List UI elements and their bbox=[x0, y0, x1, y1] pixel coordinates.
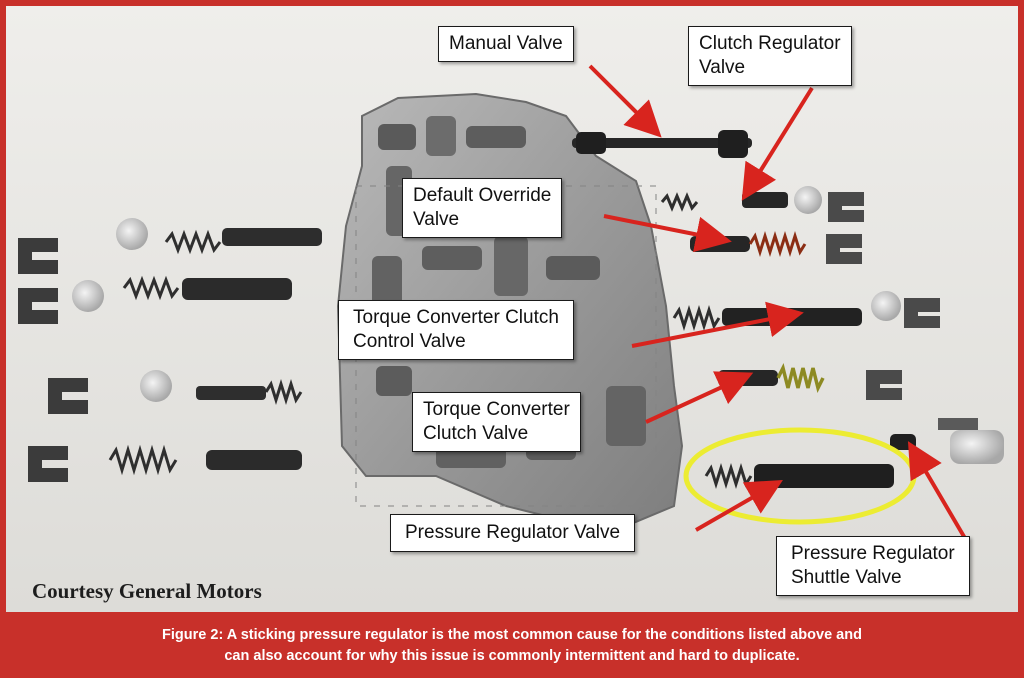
figure-caption: Figure 2: A sticking pressure regulator … bbox=[0, 612, 1024, 678]
label-clutch-regulator-valve: Clutch Regulator Valve bbox=[688, 26, 852, 86]
label-tcc-valve: Torque Converter Clutch Valve bbox=[412, 392, 581, 452]
label-manual-valve: Manual Valve bbox=[438, 26, 574, 62]
caption-line-1: Figure 2: A sticking pressure regulator … bbox=[162, 627, 862, 643]
label-pressure-regulator-shuttle-valve: Pressure Regulator Shuttle Valve bbox=[776, 536, 970, 596]
photo-credit: Courtesy General Motors bbox=[32, 579, 262, 603]
caption-line-2: can also account for why this issue is c… bbox=[224, 648, 800, 664]
valve-body-photo: Manual Valve Clutch Regulator Valve Defa… bbox=[6, 6, 1018, 612]
label-default-override-valve: Default Override Valve bbox=[402, 178, 563, 238]
callout-arrows bbox=[588, 64, 968, 542]
label-tcc-control-valve: Torque Converter Clutch Control Valve bbox=[338, 300, 574, 360]
left-valve-parts bbox=[18, 218, 322, 482]
label-pressure-regulator-valve: Pressure Regulator Valve bbox=[390, 514, 636, 552]
